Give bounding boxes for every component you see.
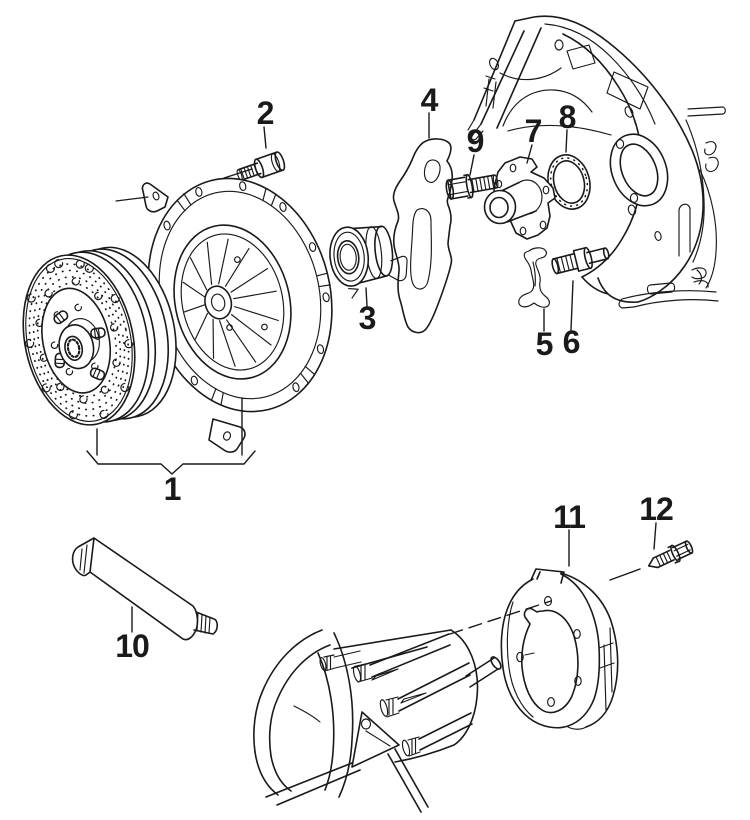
callout-5[interactable]: 5 (535, 326, 554, 362)
callout-3[interactable]: 3 (358, 300, 377, 336)
bolt-part-9 (445, 173, 499, 200)
clutch-disc-illustration (22, 246, 177, 426)
callout-8[interactable]: 8 (558, 99, 577, 135)
part-1-bracket (86, 397, 256, 475)
screw-part-12 (647, 540, 694, 569)
release-lever-part-4 (392, 138, 454, 334)
gasket-part-8 (547, 154, 591, 210)
transmission-illustration (253, 600, 552, 813)
callout-7[interactable]: 7 (524, 113, 543, 149)
bell-housing-illustration (467, 15, 726, 309)
spring-clip-part-5 (518, 247, 550, 308)
callout-6[interactable]: 6 (562, 324, 581, 360)
callout-9[interactable]: 9 (466, 123, 485, 159)
callout-10[interactable]: 10 (115, 628, 150, 664)
leader-lines (131, 112, 657, 633)
cover-plate-part-11 (500, 568, 619, 730)
callout-11[interactable]: 11 (553, 499, 586, 535)
guide-sleeve-part-7 (483, 156, 556, 240)
pressure-plate-illustration (115, 177, 359, 453)
release-bearing-part-3 (329, 225, 408, 287)
callout-12[interactable]: 12 (639, 491, 674, 527)
grease-tube-part-10 (71, 537, 219, 641)
stud-part-6 (551, 246, 610, 275)
bolt-part-2 (236, 151, 286, 181)
callout-2[interactable]: 2 (256, 95, 275, 131)
callout-1[interactable]: 1 (163, 471, 182, 507)
callout-4[interactable]: 4 (420, 82, 439, 118)
